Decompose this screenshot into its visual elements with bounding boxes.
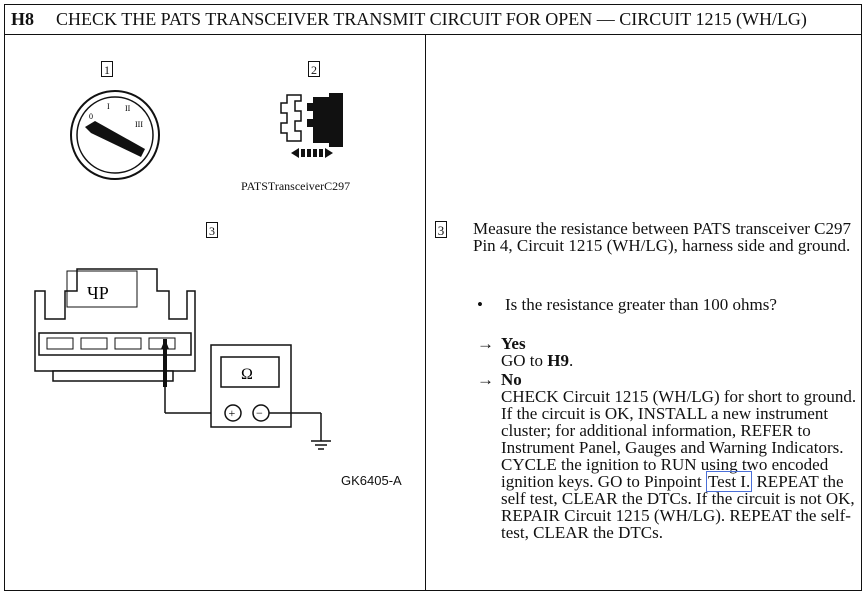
step-title: CHECK THE PATS TRANSCEIVER TRANSMIT CIRC… [56,9,807,29]
ignition-label-start: III [135,120,143,129]
connector-caption: PATSTransceiverC297 [241,179,351,193]
step-header: H8 CHECK THE PATS TRANSCEIVER TRANSMIT C… [5,5,861,35]
answer-no-title: No [501,370,522,389]
step-number-box: 3 [435,221,447,238]
step-frame: H8 CHECK THE PATS TRANSCEIVER TRANSMIT C… [4,4,862,591]
arrow-icon: → [477,334,494,353]
answer-yes-action: GO to H9. [501,352,861,369]
connector-lock-icon: ЧР [87,283,109,303]
figure-reference-code: GK6405-A [341,473,402,488]
ignition-label-acc: I [107,102,110,111]
no-text-before: CHECK Circuit 1215 (WH/LG) for short to … [501,387,857,491]
answer-no: → No CHECK Circuit 1215 (WH/LG) for shor… [477,371,861,541]
callout-3: 3 [206,222,218,238]
ohm-symbol: Ω [241,366,253,383]
column-divider [425,35,426,590]
pats-connector-icon [280,93,343,158]
ignition-label-run: II [125,104,131,113]
ignition-switch-icon: 0 I II III [70,90,160,180]
goto-suffix: . [569,351,574,370]
illustration-column: 1 2 0 I II III [5,35,425,590]
instruction-column: 3 Measure the resistance between PATS tr… [427,35,861,590]
callout-1: 1 [101,61,113,77]
answer-no-action: CHECK Circuit 1215 (WH/LG) for short to … [501,388,861,541]
goto-prefix: GO to [501,351,548,370]
measurement-instruction: Measure the resistance between PATS tran… [473,219,851,255]
pinpoint-test-link[interactable]: Test I. [705,471,753,492]
ignition-label-off: 0 [89,112,93,121]
arrow-icon: → [477,370,494,389]
callout-2: 2 [308,61,320,77]
test-question: • Is the resistance greater than 100 ohms… [477,295,777,315]
answer-yes-title: Yes [501,334,526,353]
step-id: H8 [11,9,35,29]
meter-plus-label: + [229,406,236,420]
answer-yes: → Yes GO to H9. [477,335,861,369]
meter-minus-label: − [256,406,263,420]
resistance-test-diagram: ЧР Ω + − [34,268,331,450]
goto-step-link[interactable]: H9 [547,351,570,370]
question-text: Is the resistance greater than 100 ohms? [505,295,777,314]
question-bullet: • [477,295,483,314]
no-text-after: REPEAT the self test, CLEAR the DTCs. If… [501,472,855,542]
